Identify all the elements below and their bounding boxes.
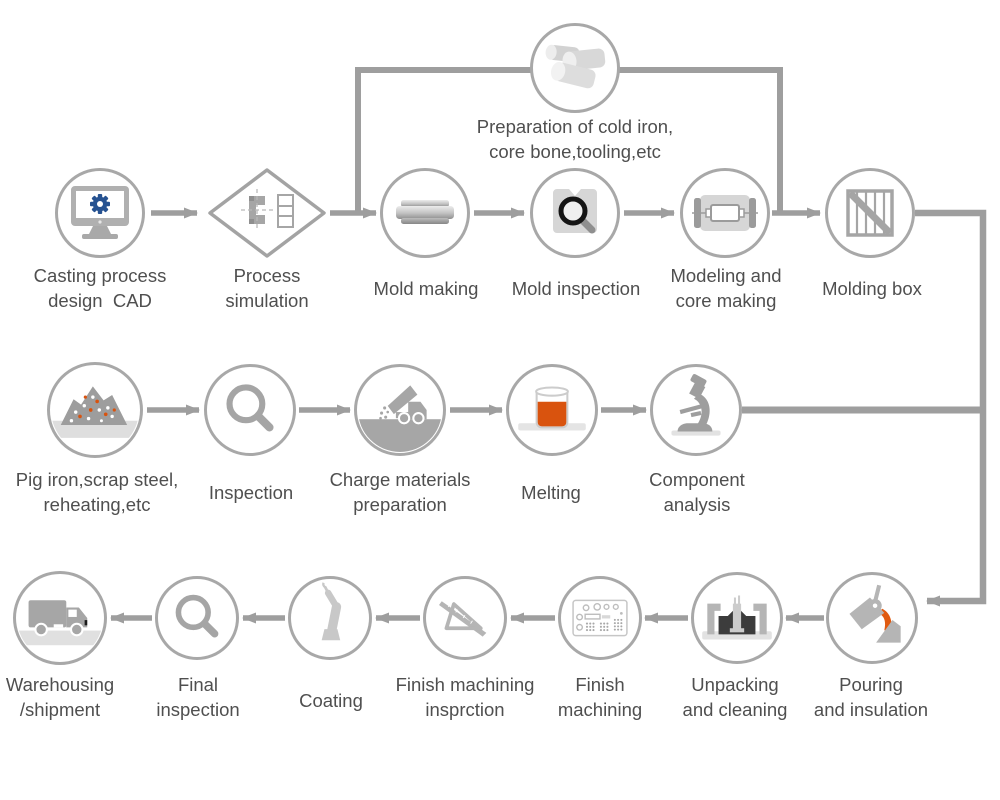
node-final-inspection [155, 576, 239, 660]
set-square-icon [439, 601, 487, 637]
control-panel-icon [572, 599, 628, 637]
node-mold-inspection [530, 168, 620, 258]
node-mold-making [380, 168, 470, 258]
node-preparation [530, 23, 620, 113]
node-charge-materials [354, 364, 446, 456]
label-charge-materials: Charge materials preparation [329, 469, 471, 515]
core-roller-icon [692, 195, 758, 231]
label-unpacking-cleaning: Unpacking and cleaning [682, 674, 788, 720]
node-component-analysis [650, 364, 742, 456]
node-finish-machining-inspection [423, 576, 507, 660]
microscope-icon [671, 374, 721, 436]
mold-die-icon [396, 200, 454, 224]
truck-icon [18, 600, 102, 646]
label-pig-iron: Pig iron,scrap steel, reheating,etc [15, 469, 179, 515]
node-pouring-insulation [826, 572, 918, 664]
robot-arm-icon [321, 582, 342, 641]
monitor-gear-icon [71, 186, 129, 239]
node-pig-iron [47, 362, 143, 458]
magnifier-icon [226, 384, 274, 432]
part-drawing-icon [241, 189, 294, 231]
label-finish-machining-inspection: Finish machining insprction [395, 674, 535, 720]
magnifier-icon [175, 594, 219, 638]
node-molding-box [825, 168, 915, 258]
steel-cylinders-icon [545, 44, 606, 89]
label-modeling-core-making: Modeling and core making [670, 265, 782, 311]
crucible-icon [518, 386, 586, 431]
node-melting [506, 364, 598, 456]
label-preparation: Preparation of cold iron, core bone,tool… [476, 116, 674, 162]
label-process-simulation: Process simulation [225, 265, 309, 311]
node-unpacking-cleaning [691, 572, 783, 664]
label-finish-machining: Finish machining [557, 674, 643, 720]
label-coating: Coating [299, 690, 363, 711]
scrap-pile-icon [51, 386, 139, 438]
label-mold-inspection: Mold inspection [511, 278, 641, 299]
node-modeling-core-making [680, 168, 770, 258]
mold-magnifier-icon [553, 189, 597, 234]
node-coating [288, 576, 372, 660]
branch-line-preparation-to-moldingbox [619, 67, 783, 211]
label-casting-cad: Casting process design CAD [33, 265, 167, 311]
label-warehousing: Warehousing /shipment [5, 674, 115, 720]
label-mold-making: Mold making [373, 278, 479, 299]
ladle-pour-icon [849, 584, 901, 643]
label-molding-box: Molding box [822, 278, 922, 299]
node-inspection [204, 364, 296, 456]
node-casting-cad [55, 168, 145, 258]
label-inspection: Inspection [208, 482, 294, 503]
node-process-simulation [208, 168, 326, 258]
label-melting: Melting [521, 482, 581, 503]
label-pouring-insulation: Pouring and insulation [813, 674, 929, 720]
branch-line-left-to-preparation [355, 67, 531, 213]
label-component-analysis: Component analysis [649, 469, 745, 515]
mold-flask-icon [702, 595, 772, 640]
dump-truck-icon [358, 385, 442, 452]
label-final-inspection: Final inspection [156, 674, 240, 720]
node-finish-machining [558, 576, 642, 660]
node-warehousing [13, 571, 107, 665]
crate-slash-icon [846, 189, 894, 237]
